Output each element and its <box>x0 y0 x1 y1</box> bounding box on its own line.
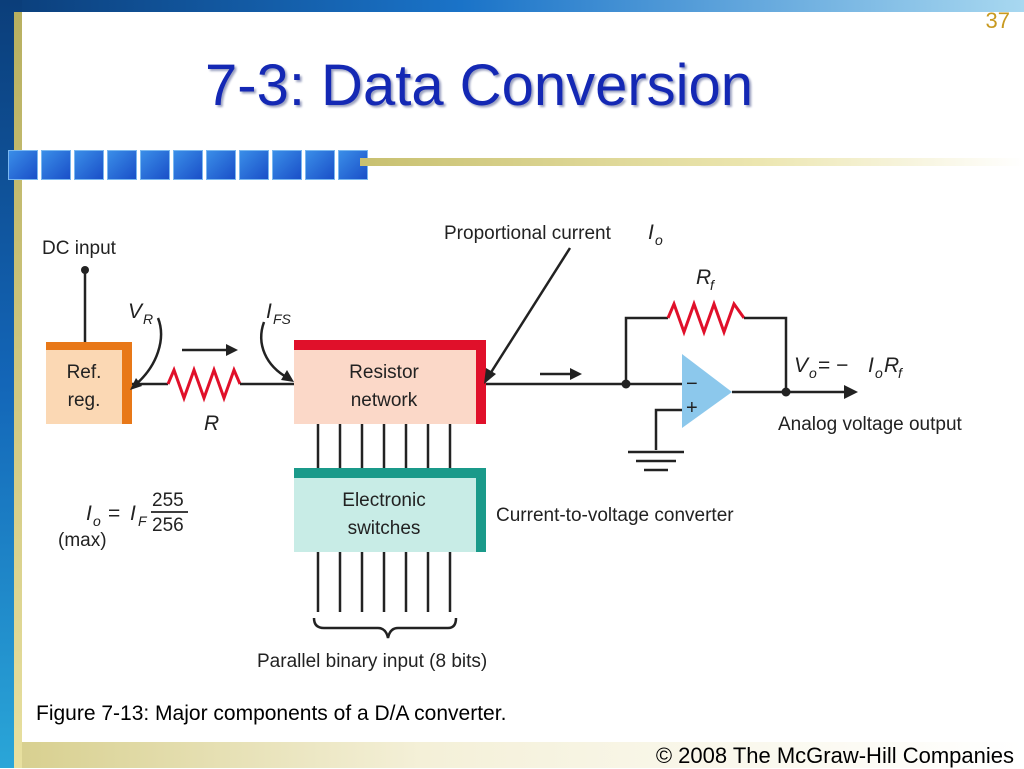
output-arrowhead <box>844 385 858 399</box>
io-label-sub: o <box>655 232 663 248</box>
decorative-square <box>239 150 269 180</box>
rf-label-sub: f <box>710 277 716 293</box>
rf-label-main: R <box>696 266 711 289</box>
junction-output <box>781 387 791 397</box>
vo-formula-i: I <box>868 354 874 377</box>
proportional-current-label: Proportional current <box>444 223 612 244</box>
vr-curved-arrow <box>133 317 163 387</box>
decorative-square <box>140 150 170 180</box>
resistor-rf <box>666 299 746 337</box>
ifs-curved-arrow <box>260 321 289 380</box>
binary-input-brace <box>312 617 458 639</box>
decorative-square <box>173 150 203 180</box>
ref-reg-label-line2: reg. <box>68 390 101 411</box>
proportional-current-arrow <box>488 247 572 375</box>
electronic-switches-side <box>476 468 486 552</box>
electronic-switches-label-line2: switches <box>348 518 421 539</box>
network-switch-lines <box>316 424 452 470</box>
decorative-square <box>74 150 104 180</box>
vr-label-main: V <box>128 300 144 323</box>
decorative-square <box>206 150 236 180</box>
eq-equals: = <box>108 502 120 525</box>
ifs-arrowhead <box>281 370 294 382</box>
r-label: R <box>204 412 219 435</box>
electronic-switches-edge <box>294 468 486 478</box>
ref-reg-label-line1: Ref. <box>67 362 102 383</box>
title-rule <box>360 158 1024 166</box>
ref-reg-block-side <box>122 342 132 424</box>
resistor-network-edge <box>294 340 486 350</box>
eq-denominator: 256 <box>152 515 184 536</box>
electronic-switches-block <box>294 478 476 552</box>
proportional-current-arrowhead <box>484 368 496 384</box>
vo-formula-eq: = − <box>818 354 848 377</box>
current-arrow-out-head <box>570 368 582 380</box>
vo-formula-rf: f <box>898 365 904 381</box>
dc-input-label: DC input <box>42 238 117 259</box>
decorative-square <box>305 150 335 180</box>
current-to-voltage-label: Current-to-voltage converter <box>496 505 734 526</box>
ref-reg-block-edge <box>46 342 130 350</box>
resistor-r <box>166 365 242 403</box>
feedback-wire-right <box>744 316 788 392</box>
decorative-square-bar <box>8 150 371 180</box>
decorative-square <box>107 150 137 180</box>
top-decorative-band <box>0 0 1024 12</box>
ifs-label-sub: FS <box>273 311 292 327</box>
eq-io-main: I <box>86 502 92 525</box>
eq-io-sub: o <box>93 513 101 529</box>
figure-caption: Figure 7-13: Major components of a D/A c… <box>36 702 507 725</box>
slide-number: 37 <box>985 8 1010 33</box>
parallel-input-label: Parallel binary input (8 bits) <box>257 651 487 672</box>
decorative-square <box>41 150 71 180</box>
vo-formula-v: V <box>794 354 810 377</box>
slide-title: 7-3: Data Conversion <box>205 53 754 118</box>
ifs-label-main: I <box>266 300 272 323</box>
vr-label-sub: R <box>143 311 153 327</box>
op-amp <box>682 354 732 428</box>
vo-formula-r: R <box>884 354 899 377</box>
decorative-square <box>338 150 368 180</box>
op-amp-plus: + <box>686 397 698 419</box>
left-inner-stripe <box>14 12 22 768</box>
resistor-network-label-line1: Resistor <box>349 362 419 383</box>
eq-numerator: 255 <box>152 490 184 511</box>
decorative-square <box>272 150 302 180</box>
eq-if-sub: F <box>138 513 148 529</box>
vo-formula-io: o <box>875 365 883 381</box>
dac-diagram: DC input Ref. reg. V R R I FS Resistor n… <box>42 221 963 672</box>
bottom-decorative-band <box>22 742 1024 768</box>
binary-input-lines <box>316 552 452 612</box>
eq-if-main: I <box>130 502 136 525</box>
resistor-network-block <box>294 350 476 424</box>
decorative-square <box>8 150 38 180</box>
op-amp-minus: − <box>686 373 698 395</box>
current-arrow-r-head <box>226 344 238 356</box>
analog-output-label: Analog voltage output <box>778 414 963 435</box>
feedback-wire-left <box>624 316 668 384</box>
ref-reg-block <box>46 350 122 424</box>
ground-wire <box>654 408 682 450</box>
copyright-notice: © 2008 The McGraw-Hill Companies <box>655 743 1014 768</box>
vo-formula-o: o <box>809 365 817 381</box>
eq-max: (max) <box>58 530 107 551</box>
electronic-switches-label-line1: Electronic <box>342 490 425 511</box>
resistor-network-side <box>476 340 486 424</box>
io-label-main: I <box>648 221 654 244</box>
resistor-network-label-line2: network <box>351 390 418 411</box>
